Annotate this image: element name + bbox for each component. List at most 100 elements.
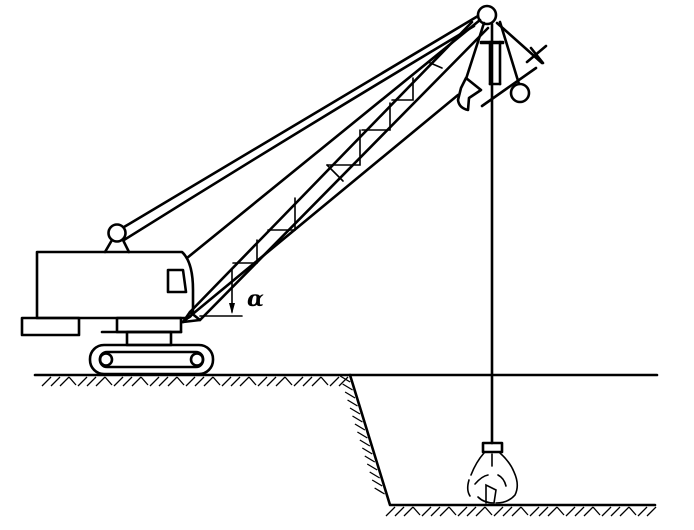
- hatch-stroke: [149, 376, 160, 387]
- hatch-stroke: [529, 506, 540, 517]
- excavation-pit: [339, 373, 657, 517]
- hatch-stroke: [369, 471, 381, 479]
- hatch-stroke: [311, 376, 322, 387]
- hatch-stroke: [583, 506, 594, 517]
- hatch-stroke: [239, 376, 250, 387]
- hatch-stroke: [466, 506, 477, 517]
- hatch-stroke: [475, 506, 486, 517]
- hatch-stroke: [176, 376, 185, 386]
- hatch-stroke: [248, 376, 257, 386]
- hatch-stroke: [628, 506, 637, 516]
- pit-hatch: [339, 375, 657, 517]
- mast-pulley: [107, 223, 127, 243]
- hatch-stroke: [320, 376, 329, 386]
- head-pulley: [509, 82, 531, 104]
- hatch-stroke: [86, 376, 97, 387]
- hatch-stroke: [221, 376, 232, 387]
- hatch-stroke: [275, 376, 286, 387]
- hatch-stroke: [520, 506, 529, 516]
- hatch-stroke: [338, 376, 349, 387]
- ground: [33, 373, 659, 387]
- hatch-stroke: [448, 506, 457, 516]
- hatch-stroke: [385, 506, 396, 517]
- hatch-stroke: [77, 376, 88, 387]
- boom-angle-indicator: α: [199, 269, 264, 317]
- track-wheel: [189, 352, 205, 367]
- lattice-boom: [181, 18, 490, 324]
- hatch-stroke: [257, 376, 268, 387]
- hatch-stroke: [194, 376, 205, 387]
- angle-label: α: [247, 286, 264, 312]
- hatch-stroke: [357, 431, 368, 439]
- hatch-stroke: [342, 383, 353, 391]
- hatch-stroke: [565, 506, 576, 517]
- hatch-stroke: [347, 399, 358, 407]
- hatch-stroke: [646, 506, 657, 517]
- jib-hook: [456, 76, 483, 112]
- boom-pendant-cables: [122, 14, 480, 242]
- hatch-stroke: [574, 506, 585, 517]
- hatch-stroke: [374, 487, 385, 495]
- cab: [35, 250, 195, 320]
- hatch-stroke: [366, 463, 378, 471]
- grab-bucket: [466, 441, 519, 504]
- hatch-stroke: [412, 506, 421, 516]
- hatch-stroke: [50, 376, 61, 387]
- hatch-stroke: [344, 391, 356, 399]
- hatch-stroke: [403, 506, 414, 517]
- hatch-stroke: [212, 376, 221, 386]
- a-frame-mast: [103, 223, 131, 254]
- hatch-stroke: [266, 376, 277, 387]
- hatch-stroke: [538, 506, 549, 517]
- hatch-stroke: [104, 376, 113, 386]
- hatch-stroke: [547, 506, 558, 517]
- track-wheel: [98, 352, 114, 367]
- hatch-stroke: [619, 506, 630, 517]
- hatch-stroke: [113, 376, 124, 387]
- hatch-stroke: [371, 479, 383, 487]
- counterweight: [20, 316, 81, 337]
- hatch-stroke: [59, 376, 70, 387]
- cab-window: [166, 268, 188, 294]
- turntable: [100, 316, 183, 347]
- hatch-stroke: [484, 506, 493, 516]
- top-sheave: [476, 4, 498, 26]
- hatch-stroke: [430, 506, 441, 517]
- hatch-stroke: [359, 439, 371, 447]
- hatch-stroke: [122, 376, 133, 387]
- hatch-stroke: [439, 506, 450, 517]
- hatch-stroke: [349, 407, 361, 415]
- boom-head: [456, 4, 548, 112]
- hatch-stroke: [361, 447, 373, 455]
- hatch-stroke: [68, 376, 77, 386]
- hatch-stroke: [352, 415, 363, 423]
- hatch-stroke: [592, 506, 601, 516]
- hatch-stroke: [394, 506, 405, 517]
- hatch-stroke: [158, 376, 169, 387]
- hatch-stroke: [131, 376, 142, 387]
- hatch-stroke: [556, 506, 565, 516]
- hatch-stroke: [601, 506, 612, 517]
- hatch-stroke: [140, 376, 149, 386]
- hatch-stroke: [421, 506, 432, 517]
- crawler-track: [88, 343, 215, 376]
- hatch-stroke: [293, 376, 304, 387]
- boom-lattice-bracing: [232, 61, 443, 264]
- hatch-stroke: [493, 506, 504, 517]
- ground-hatch: [41, 376, 349, 387]
- hatch-stroke: [610, 506, 621, 517]
- hatch-stroke: [230, 376, 241, 387]
- hatch-stroke: [339, 375, 351, 383]
- hatch-stroke: [637, 506, 648, 517]
- hatch-stroke: [95, 376, 106, 387]
- hatch-stroke: [302, 376, 313, 387]
- hatch-stroke: [185, 376, 196, 387]
- hatch-stroke: [511, 506, 522, 517]
- hatch-stroke: [41, 376, 52, 387]
- hatch-stroke: [167, 376, 178, 387]
- hatch-stroke: [457, 506, 468, 517]
- hatch-stroke: [284, 376, 293, 386]
- hatch-stroke: [203, 376, 214, 387]
